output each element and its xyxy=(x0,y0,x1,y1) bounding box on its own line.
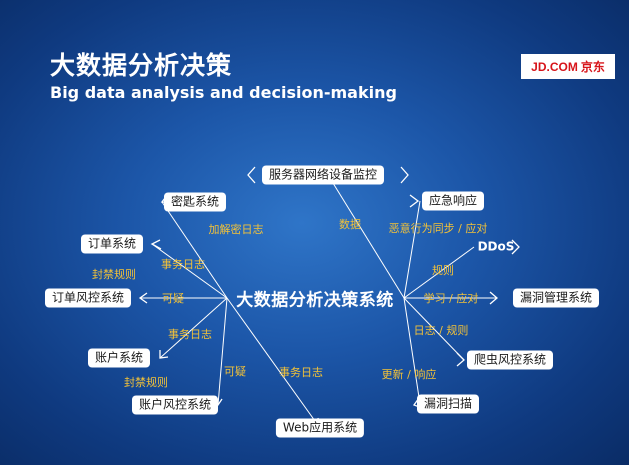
node-account-risk: 账户风控系统 xyxy=(131,395,219,415)
arrow-emergency xyxy=(409,194,420,208)
arrow-server-monitor-r xyxy=(400,166,409,184)
edge-label-malicious-sync: 恶意行为同步 / 应对 xyxy=(388,222,488,235)
edge-label-suspicious-1: 可疑 xyxy=(162,292,184,305)
edge-label-log-rules: 日志 / 规则 xyxy=(413,324,469,337)
line-vuln-scan xyxy=(403,297,421,405)
arrow-ddos xyxy=(511,239,520,255)
arrow-account-system xyxy=(159,350,169,359)
jd-logo: JD.COM 京东 xyxy=(521,54,615,79)
node-ddos: DDoS xyxy=(477,239,515,254)
arrow-order-risk xyxy=(138,292,148,304)
edge-label-business-log-2: 事务日志 xyxy=(168,328,212,341)
node-vuln-scan: 漏洞扫描 xyxy=(416,394,480,414)
line-account-risk xyxy=(217,297,228,406)
node-emergency: 应急响应 xyxy=(421,191,485,211)
edge-label-update-respond: 更新 / 响应 xyxy=(381,368,437,381)
line-web-app xyxy=(226,297,321,429)
line-order-system xyxy=(151,243,228,299)
node-crawler-risk: 爬虫风控系统 xyxy=(466,350,554,370)
edge-label-data: 数据 xyxy=(339,218,361,231)
line-server-monitor xyxy=(327,174,405,299)
node-order-risk: 订单风控系统 xyxy=(44,288,132,308)
node-key-system: 密匙系统 xyxy=(163,192,227,212)
node-server-monitor: 服务器网络设备监控 xyxy=(261,165,385,185)
arrow-order-system xyxy=(150,239,162,250)
arrow-crawler-risk xyxy=(456,352,465,367)
line-ddos xyxy=(403,246,475,299)
node-web-app: Web应用系统 xyxy=(275,418,365,438)
center-node: 大数据分析决策系统 xyxy=(236,290,394,311)
line-emergency xyxy=(403,200,421,299)
arrow-server-monitor-l xyxy=(247,166,256,184)
edge-label-encrypt-log: 加解密日志 xyxy=(208,223,264,236)
node-order-system: 订单系统 xyxy=(80,234,144,254)
edge-label-business-log-1: 事务日志 xyxy=(161,258,205,271)
edge-label-suspicious-2: 可疑 xyxy=(224,365,246,378)
node-vuln-mgmt: 漏洞管理系统 xyxy=(512,288,600,308)
edge-label-business-log-3: 事务日志 xyxy=(279,366,323,379)
logo-text: JD.COM xyxy=(531,59,578,74)
slide-title: 大数据分析决策 xyxy=(50,51,233,80)
edge-label-block-rule-2: 封禁规则 xyxy=(124,376,168,389)
slide-subtitle: Big data analysis and decision-making xyxy=(50,83,397,102)
node-account-system: 账户系统 xyxy=(87,348,151,368)
edge-label-block-rule-1: 封禁规则 xyxy=(92,268,136,281)
arrow-vuln-mgmt xyxy=(489,291,498,305)
line-account-system xyxy=(159,297,228,359)
line-crawler-risk xyxy=(403,297,465,361)
edge-label-rules: 规则 xyxy=(432,264,454,277)
logo-text-cn: 京东 xyxy=(580,60,605,74)
line-key-system xyxy=(161,201,228,299)
edge-label-learn-respond: 学习 / 应对 xyxy=(423,292,479,305)
